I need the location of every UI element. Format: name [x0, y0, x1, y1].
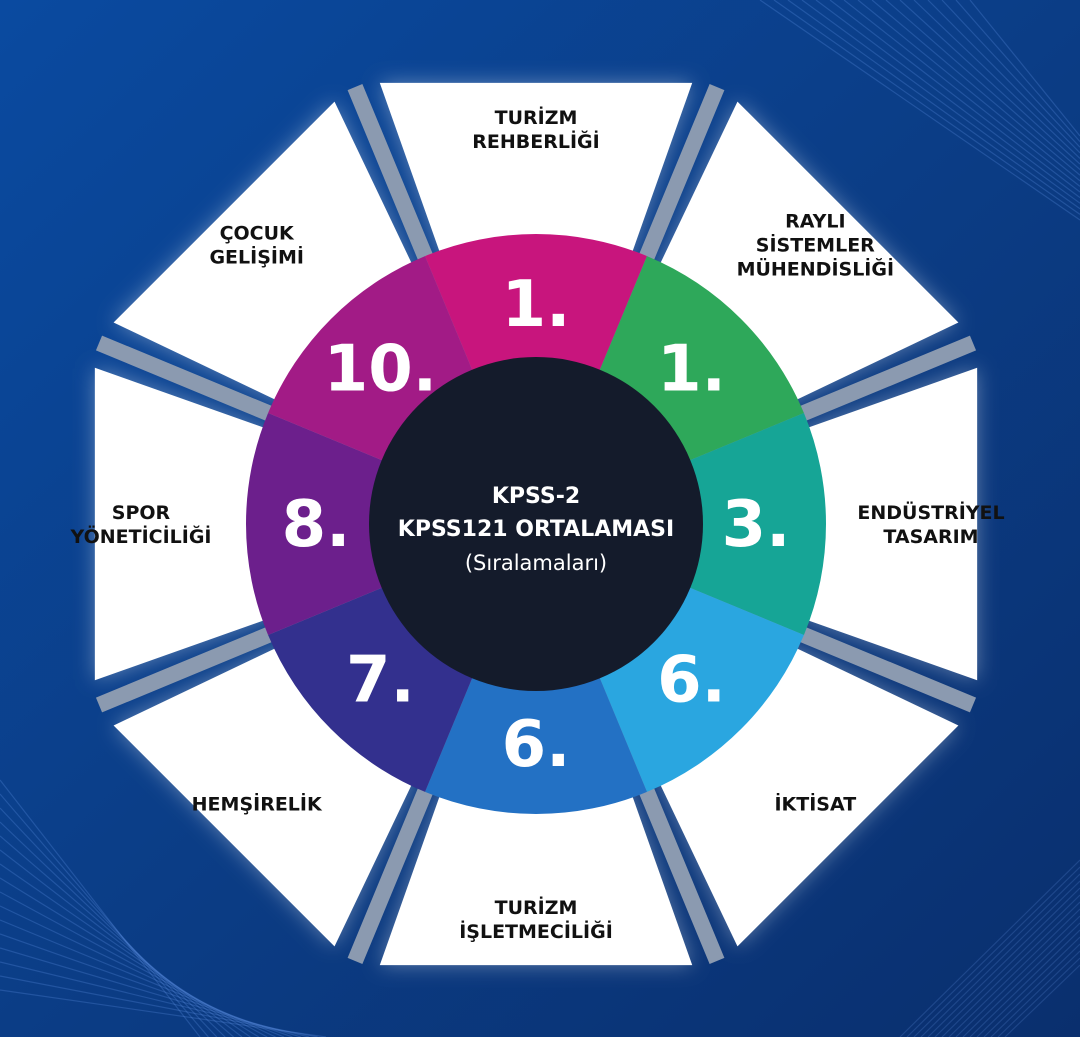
rank-wedge [683, 413, 826, 635]
center-circle [369, 357, 703, 691]
rank-wedge [268, 585, 475, 792]
rank-wedge [246, 413, 389, 635]
center-title-line2: KPSS121 ORTALAMASI [398, 517, 674, 542]
rank-wedge [597, 256, 804, 463]
segment-panel [379, 82, 693, 261]
segment-panel [379, 787, 693, 966]
rank-wedge [597, 585, 804, 792]
rank-number: 10. [324, 332, 437, 406]
rank-numbers: 1. 1. 3. 6. 6. 7. 8. 10. [282, 268, 791, 782]
rank-number: 1. [502, 268, 571, 342]
rank-wedge [425, 671, 647, 814]
rank-number: 6. [502, 708, 571, 782]
rank-ring [246, 233, 826, 814]
rank-number: 1. [657, 332, 726, 406]
rank-wedge [425, 233, 647, 377]
segment-panel [799, 367, 978, 681]
rank-number: 6. [657, 644, 726, 718]
segment-label: İKTİSAT [774, 791, 856, 815]
center-subtitle: (Sıralamaları) [465, 551, 607, 575]
label-panels [94, 82, 978, 966]
segment-label: HEMŞİRELİK [192, 791, 323, 815]
rank-number: 7. [346, 644, 415, 718]
rank-number: 3. [722, 488, 791, 562]
segment-panel [94, 367, 273, 681]
center-title-line1: KPSS-2 [492, 484, 580, 509]
rank-number: 8. [282, 488, 351, 562]
rank-wedge [268, 256, 475, 463]
